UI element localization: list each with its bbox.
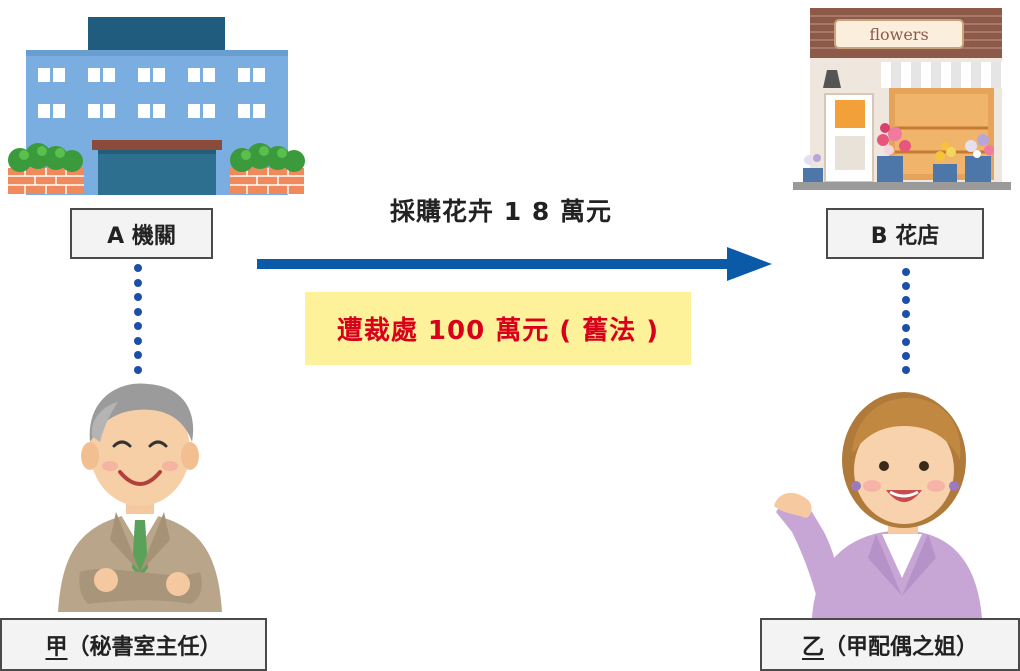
person-b-role: （甲配偶之姐） — [824, 634, 979, 660]
office-building-illustration — [8, 17, 305, 195]
transaction-label: 採購花卉 1 8 萬元 — [390, 197, 612, 226]
person-a-role: （秘書室主任） — [67, 634, 222, 660]
connector-agency-person-a — [134, 264, 142, 374]
person-b-label: 乙（甲配偶之姐） — [760, 618, 1020, 671]
person-b-illustration — [774, 392, 982, 618]
person-a-illustration — [58, 383, 222, 612]
penalty-callout: 遭裁處 100 萬元 ( 舊法 ) — [305, 292, 691, 365]
person-a-label: 甲（秘書室主任） — [0, 618, 267, 671]
shop-b-label: B 花店 — [826, 208, 984, 259]
flower-shop-illustration: flowers — [793, 8, 1011, 190]
shop-b-label-text: B 花店 — [870, 223, 940, 249]
penalty-text: 遭裁處 100 萬元 ( 舊法 ) — [336, 316, 660, 346]
connector-shop-person-b — [902, 268, 910, 374]
agency-a-label: A 機關 — [70, 208, 213, 259]
transaction-arrow — [257, 247, 772, 281]
agency-a-label-text: A 機關 — [107, 223, 176, 249]
shop-sign-text: flowers — [869, 25, 928, 44]
person-a-name: 甲 — [45, 634, 68, 660]
person-b-name: 乙 — [801, 634, 824, 660]
